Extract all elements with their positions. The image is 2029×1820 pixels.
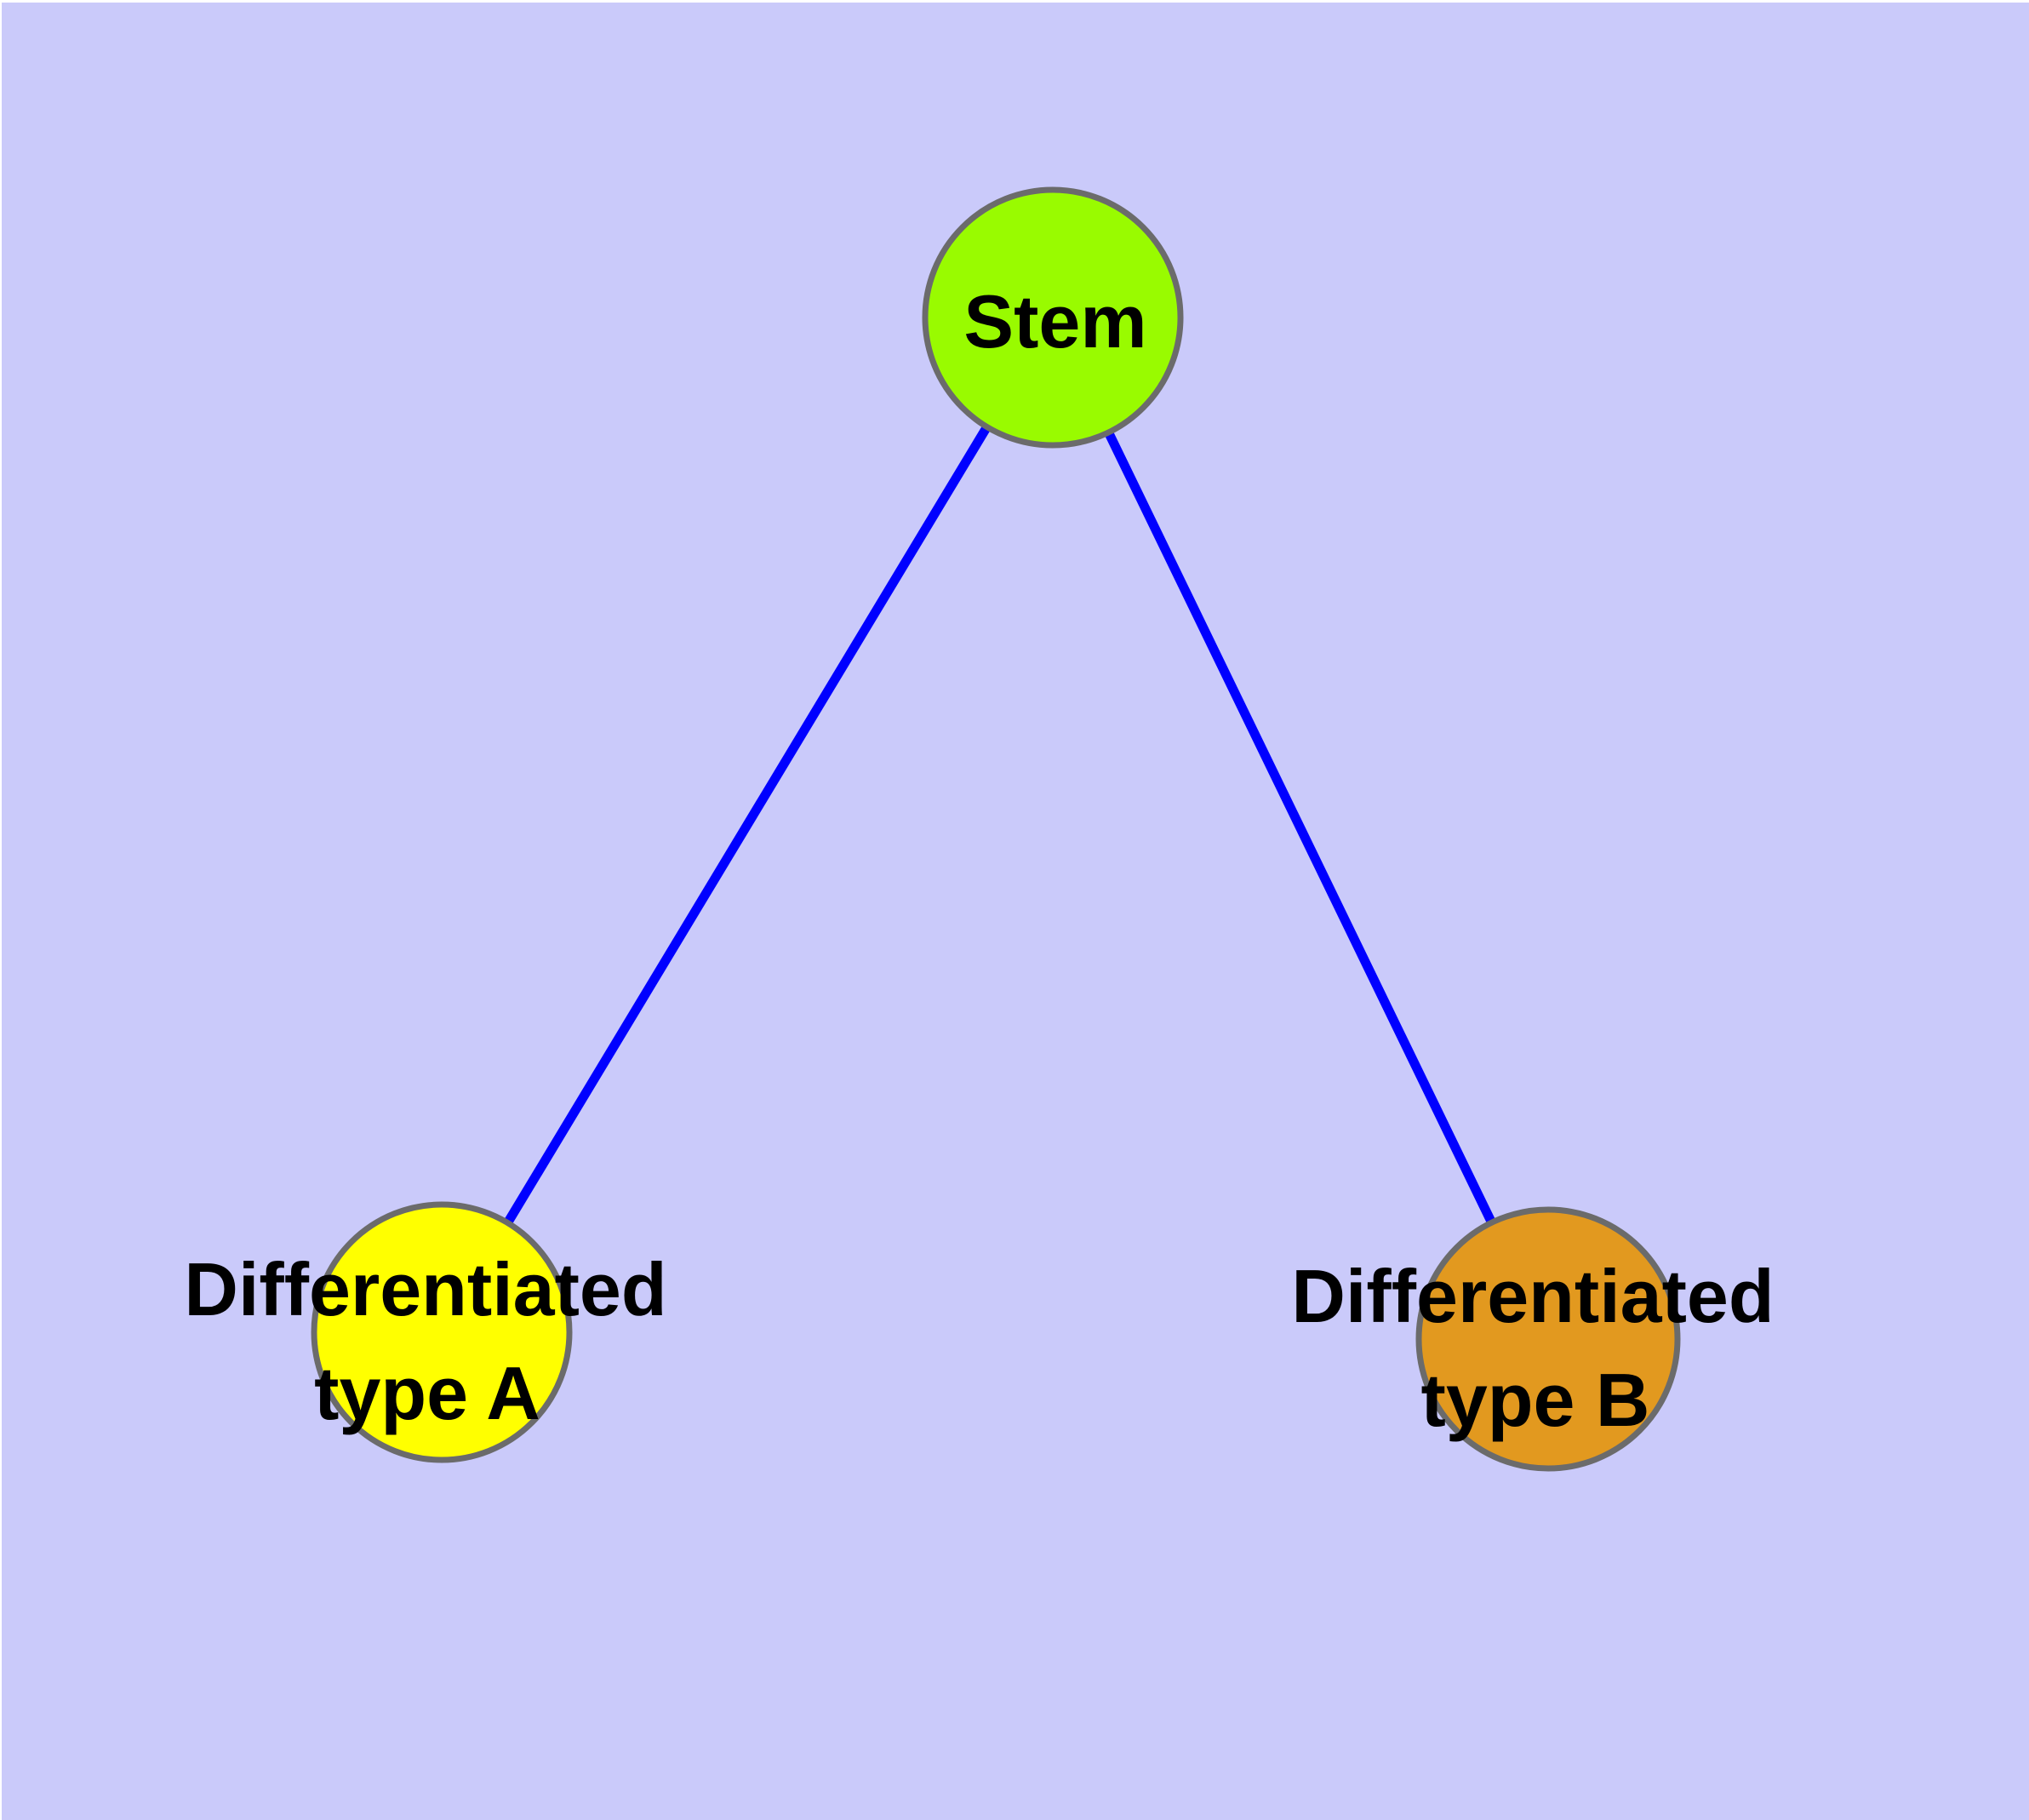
node-stem: Stem xyxy=(922,186,1184,449)
edges xyxy=(437,315,1552,1342)
node-differentiated-type-a-circle xyxy=(311,1201,573,1463)
node-differentiated-type-b-circle xyxy=(1415,1206,1681,1472)
node-differentiated-type-a: Differentiated type A xyxy=(184,1201,667,1463)
node-stem-label: Stem xyxy=(963,279,1146,363)
node-differentiated-type-a-label-line2: type A xyxy=(314,1351,540,1435)
edge-stem-to-type-b xyxy=(1049,315,1552,1342)
node-differentiated-type-a-label-line1: Differentiated xyxy=(184,1247,666,1331)
node-stem-circle xyxy=(922,186,1184,449)
edge-stem-to-type-a xyxy=(437,315,1057,1335)
node-differentiated-type-b-label-line2: type B xyxy=(1421,1358,1650,1442)
node-differentiated-type-b: Differentiated type B xyxy=(1291,1206,1775,1472)
node-differentiated-type-b-label-line1: Differentiated xyxy=(1291,1254,1774,1338)
